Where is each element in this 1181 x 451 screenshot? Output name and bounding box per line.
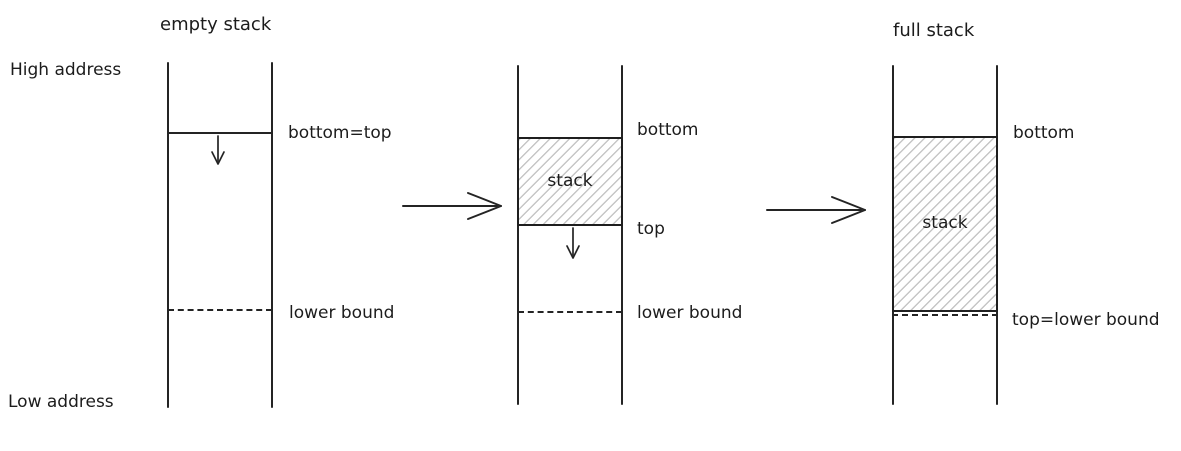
full-stack-bottom-label: bottom [1013,123,1075,143]
down-arrow-icon [211,135,225,165]
empty-stack-left-wall [167,62,169,408]
partial-stack-region-label: stack [547,170,593,191]
down-arrow-icon [566,227,580,259]
partial-stack-lower-bound-label: lower bound [637,303,743,323]
right-arrow-icon [766,196,866,224]
low-address-label: Low address [8,392,114,412]
full-stack-region: stack [892,136,998,312]
empty-stack-bottom-top-line [168,132,273,134]
partial-stack-bottom-label: bottom [637,120,699,140]
partial-stack-left-wall [517,65,519,405]
high-address-label: High address [10,60,122,80]
full-stack-title: full stack [893,20,975,41]
full-stack-region-label: stack [922,213,968,234]
empty-stack-lower-bound-line [168,309,272,311]
partial-stack-lower-bound-line [518,311,622,313]
empty-stack-lower-bound-label: lower bound [289,303,395,323]
full-stack-lower-bound-line [892,314,998,316]
right-arrow-icon [402,192,502,220]
partial-stack-region: stack [517,137,623,226]
partial-stack-top-label: top [637,219,665,239]
top-lower-bound-label: top=lower bound [1012,310,1160,330]
empty-stack-right-wall [271,62,273,408]
bottom-top-label: bottom=top [288,123,392,143]
partial-stack-right-wall [621,65,623,405]
empty-stack-title: empty stack [160,14,272,35]
